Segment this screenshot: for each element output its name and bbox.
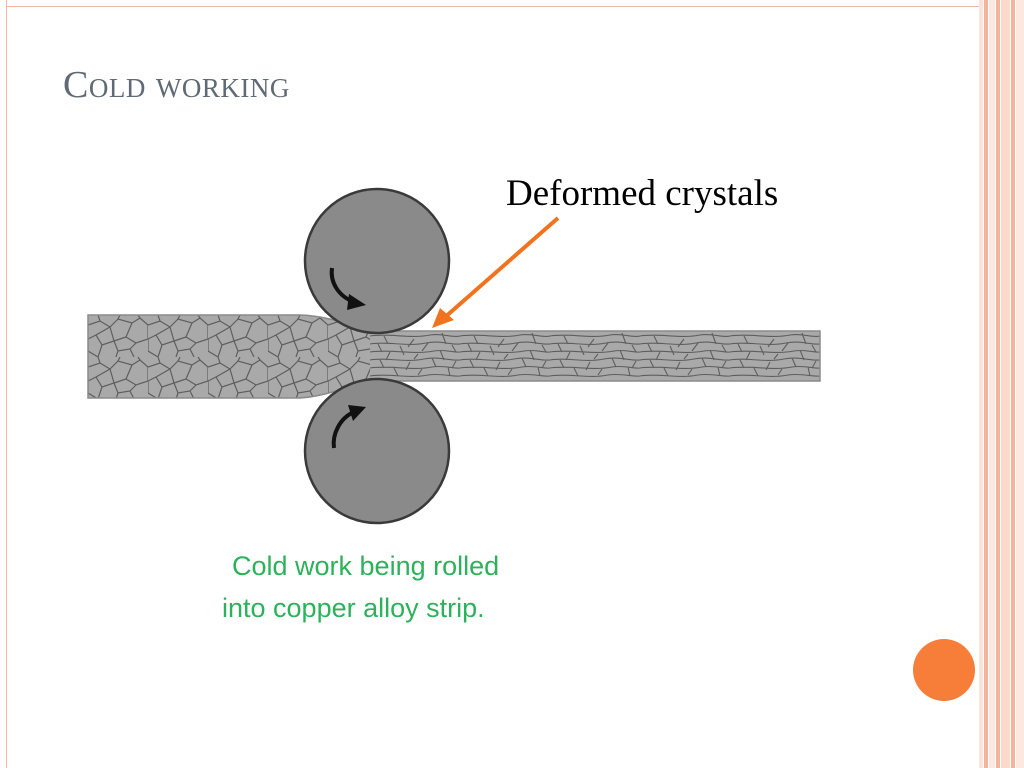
decorative-orange-circle <box>913 639 975 701</box>
callout-arrow <box>432 216 560 328</box>
caption-line-2: into copper alloy strip. <box>222 593 485 623</box>
counterclockwise-arrow-icon <box>331 410 355 449</box>
caption-line-1: Cold work being rolled <box>232 551 500 581</box>
deformed-crystals-label: Deformed crystals <box>506 173 779 214</box>
metal-strip <box>88 315 820 398</box>
bottom-roller <box>303 377 451 525</box>
diagram-caption: Cold work being rolled into copper alloy… <box>222 545 582 629</box>
slide-title: Cold working <box>63 64 290 106</box>
slide-frame-left <box>6 0 7 768</box>
top-roller <box>303 187 451 335</box>
slide-frame-top <box>6 6 981 7</box>
right-decorative-stripes <box>979 0 1024 768</box>
